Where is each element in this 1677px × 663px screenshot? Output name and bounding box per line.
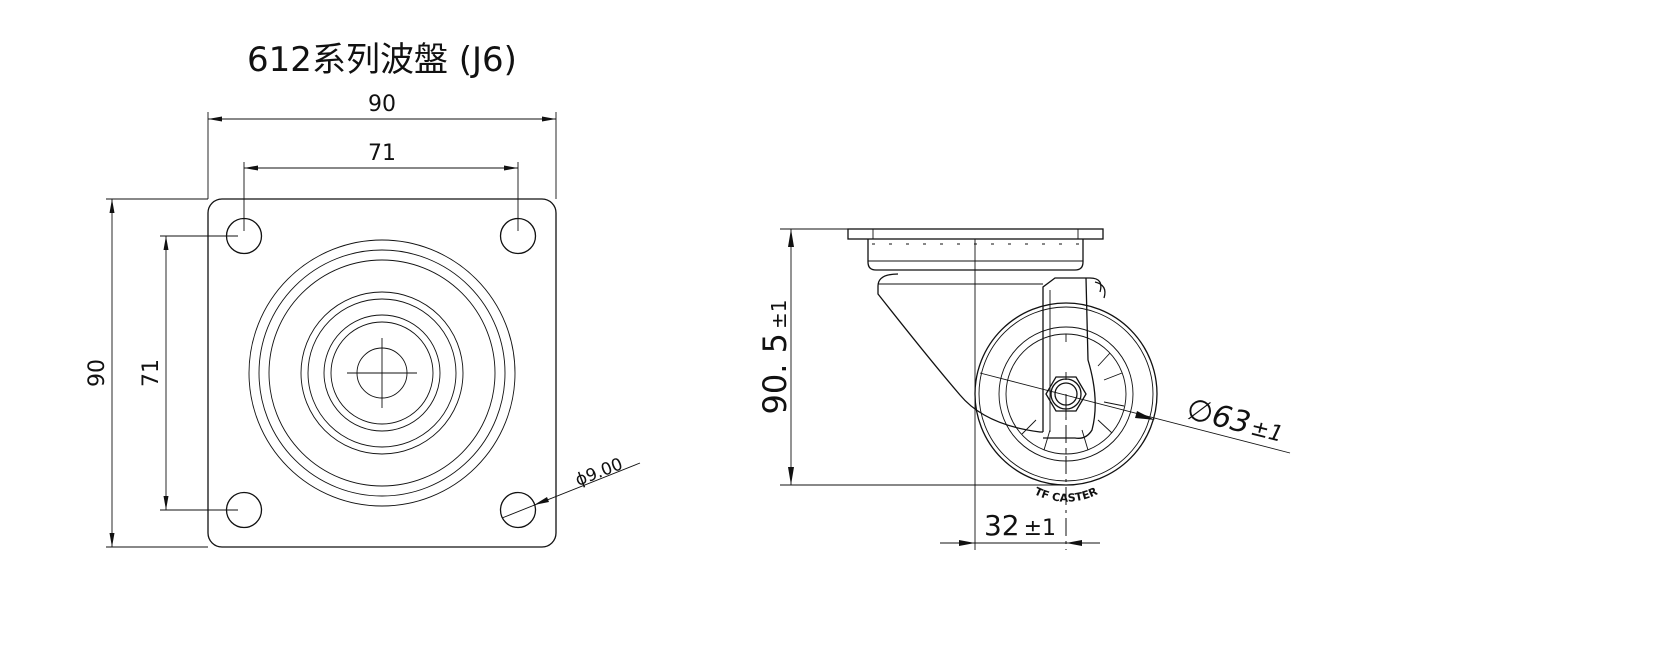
- svg-text:∅63±1: ∅63±1: [1183, 392, 1287, 450]
- hole-spacing-x-dimension: 71: [243, 141, 519, 231]
- overall-height-label: 90. 5: [756, 333, 794, 414]
- brake-hook: [1094, 281, 1106, 299]
- svg-text:32±1: 32±1: [984, 509, 1056, 542]
- fork-body: [877, 273, 1043, 433]
- height-dim-label: 90: [85, 359, 110, 387]
- hole-spacing-y-dimension: 71: [139, 235, 238, 511]
- svg-text:90. 5±1: 90. 5 ±1: [756, 300, 794, 415]
- width-dim-label: 90: [368, 92, 396, 117]
- mounting-plate: [207, 198, 557, 548]
- overall-height-dimension: 90. 5 ±1: [756, 228, 1066, 486]
- width-dimension: 90: [207, 92, 557, 199]
- offset-tolerance: ±1: [1024, 516, 1056, 541]
- hole-spacing-x-label: 71: [368, 141, 396, 166]
- wheel-diameter-tolerance: ±1: [1248, 416, 1286, 448]
- swivel-rings: [248, 239, 516, 507]
- hole-diameter-callout: ϕ9.00: [501, 454, 641, 519]
- height-dimension: 90: [85, 198, 208, 548]
- wheel-diameter-label: 63: [1208, 398, 1254, 441]
- swivel-offset-dimension: 32±1: [940, 509, 1100, 546]
- hole-spacing-y-label: 71: [139, 359, 164, 387]
- fork-leg-front: [1043, 277, 1096, 439]
- wheel-diameter-callout: ∅63±1: [979, 372, 1291, 454]
- hole-diameter-label: ϕ9.00: [573, 454, 626, 490]
- top-view: 90 71 90 71: [85, 92, 641, 548]
- overall-height-tolerance: ±1: [767, 300, 791, 329]
- offset-label: 32: [984, 509, 1020, 542]
- drawing-title: 612系列波盤 (J6): [247, 40, 517, 80]
- swivel-bearing: [867, 239, 1084, 271]
- center-mark: [347, 338, 417, 408]
- side-view: TF CASTER 90. 5±1: [756, 228, 1291, 550]
- fork-leg: [1042, 277, 1102, 432]
- top-plate: [847, 228, 1104, 240]
